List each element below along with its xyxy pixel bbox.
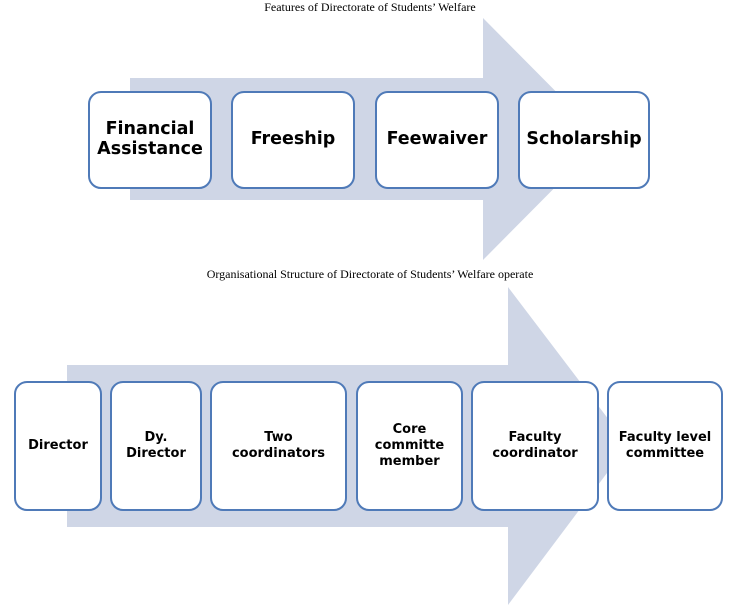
node-financial-assistance: Financial Assistance (88, 91, 212, 189)
node-core-committe-member: Core committe member (356, 381, 463, 511)
node-director: Director (14, 381, 102, 511)
node-feewaiver: Feewaiver (375, 91, 499, 189)
diagram1-title: Features of Directorate of Students’ Wel… (264, 0, 476, 14)
node-faculty-coordinator: Faculty coordinator (471, 381, 599, 511)
diagram2-title: Organisational Structure of Directorate … (206, 267, 534, 281)
node-faculty-level-committee: Faculty level committee (607, 381, 723, 511)
node-two-coordinators: Two coordinators (210, 381, 347, 511)
node-freeship: Freeship (231, 91, 355, 189)
node-scholarship: Scholarship (518, 91, 650, 189)
diagram2-arrow (67, 287, 628, 605)
node-dy-director: Dy. Director (110, 381, 202, 511)
